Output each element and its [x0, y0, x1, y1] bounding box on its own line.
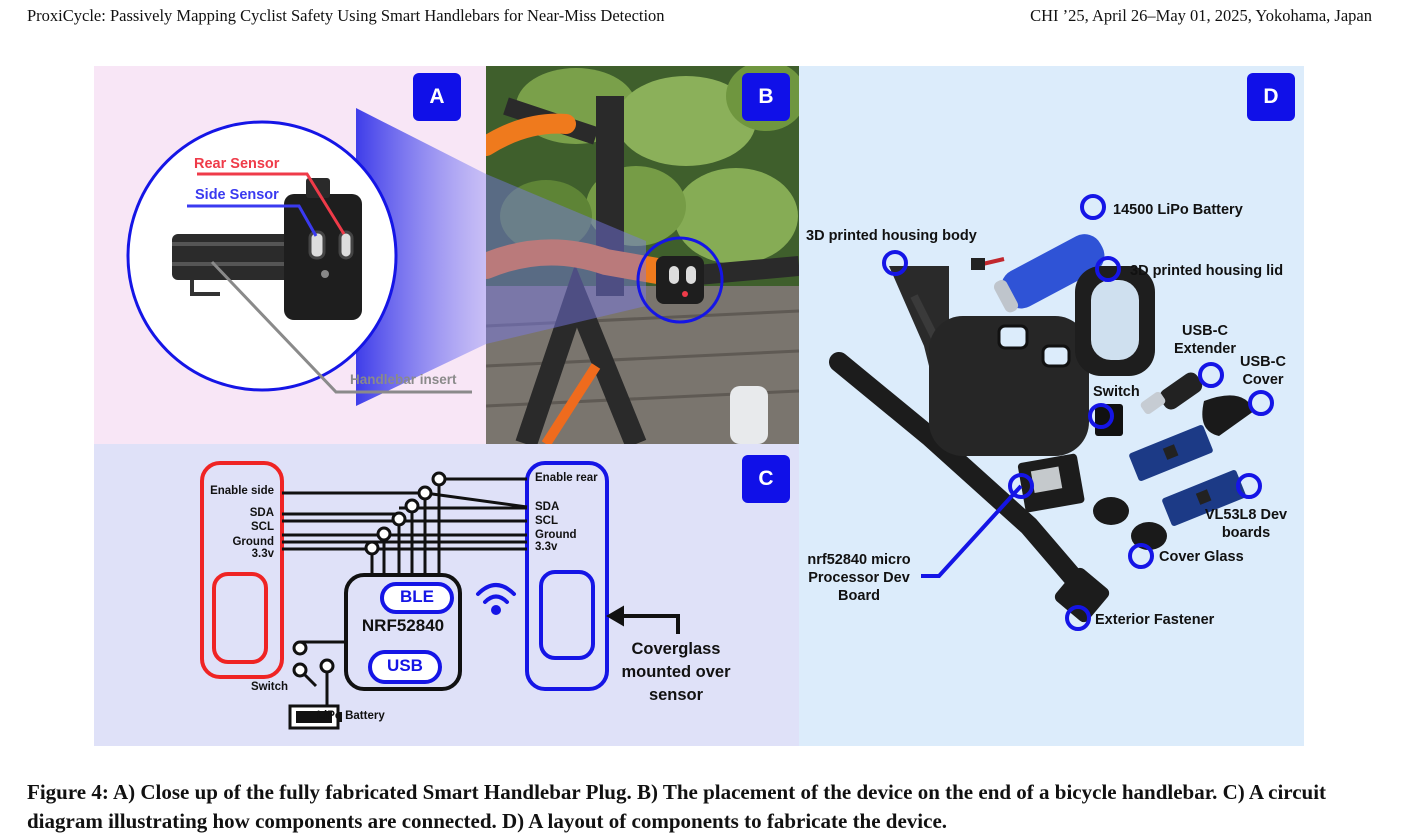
usbc-cover — [1202, 395, 1254, 436]
battery-symbol — [288, 704, 342, 730]
rear-sensor-board — [525, 461, 609, 691]
figure-caption: Figure 4: A) Close up of the fully fabri… — [27, 780, 1327, 833]
side-sensor-label: Side Sensor — [195, 187, 279, 203]
wire-nodes — [364, 471, 447, 556]
right-pin-enable-rear: Enable rear — [535, 472, 598, 484]
battery-label: LiPo Battery — [317, 710, 385, 722]
vl53l8-dev-board-2 — [1162, 470, 1246, 526]
ble-label: BLE — [400, 587, 434, 606]
left-pin-enable-side: Enable side — [210, 485, 274, 497]
right-pin-sda: SDA — [535, 501, 560, 513]
side-sensor-window — [212, 572, 268, 664]
ble-pill — [380, 582, 454, 614]
switch-label-d: Switch — [1093, 384, 1140, 400]
right-pin-scl: SCL — [535, 515, 558, 527]
vl53l8-dev-board-1 — [1129, 425, 1213, 481]
usbc-extender — [1159, 372, 1203, 410]
right-pin-3v3: 3.3v — [535, 541, 558, 553]
running-header-title: ProxiCycle: Passively Mapping Cyclist Sa… — [27, 6, 665, 25]
housing-body-label: 3D printed housing body — [806, 228, 977, 244]
running-header-venue: CHI ’25, April 26–May 01, 2025, Yokohama… — [1030, 6, 1372, 25]
panel-a-badge: A — [413, 73, 461, 121]
panel-c-circuit-diagram: Enable side SDA SCL Ground 3.3v Enable r… — [94, 444, 799, 746]
rear-sensor-leader — [197, 172, 346, 235]
cover-glass-label: Cover Glass — [1159, 549, 1244, 565]
insert-leader — [210, 260, 472, 394]
usbc-cover-label: USB-C Cover — [1240, 354, 1286, 388]
coverglass-label: Coverglass mounted over sensor — [621, 640, 731, 704]
panel-a-illustration — [126, 108, 486, 406]
left-pin-ground: Ground — [232, 536, 274, 548]
usbc-extender-label: USB-C Extender — [1173, 323, 1237, 357]
switch-symbol — [292, 640, 346, 706]
side-sensor-board — [200, 461, 284, 679]
processor-leader — [921, 484, 1023, 578]
handlebar-insert-label: Handlebar insert — [350, 372, 457, 387]
rear-sensor-label: Rear Sensor — [194, 156, 280, 172]
panel-b-badge: B — [742, 73, 790, 121]
wireless-icon — [476, 583, 516, 615]
side-sensor-leader — [187, 204, 318, 237]
panel-c-badge: C — [742, 455, 790, 503]
processor-label: nrf52840 micro Processor Dev Board — [807, 552, 911, 604]
handlebar-plug-device — [172, 178, 362, 320]
usb-label: USB — [387, 656, 423, 675]
fastener-label: Exterior Fastener — [1095, 612, 1215, 628]
lipo-battery — [993, 234, 1105, 313]
left-pin-3v3: 3.3v — [251, 548, 274, 560]
coverglass-arrow — [606, 605, 680, 634]
left-pin-sda: SDA — [249, 507, 274, 519]
dev-boards-label: VL53L8 Dev boards — [1204, 507, 1288, 541]
component-markers — [882, 194, 1274, 631]
usb-pill — [368, 650, 442, 684]
panel-b-photo: B — [486, 66, 799, 444]
left-pin-scl: SCL — [251, 521, 274, 533]
housing-lid-label: 3D printed housing lid — [1130, 263, 1284, 279]
cover-glass-piece-2 — [1131, 522, 1167, 550]
battery-label-d: 14500 LiPo Battery — [1113, 202, 1243, 218]
right-pin-ground: Ground — [535, 529, 577, 541]
wire-bus — [282, 477, 528, 576]
zoom-cone — [356, 108, 486, 406]
panel-d-badge: D — [1247, 73, 1295, 121]
panel-a-closeup: Rear Sensor Side Sensor Handlebar insert… — [94, 66, 486, 444]
nrf-processor-board — [1017, 453, 1085, 513]
components-illustration — [829, 194, 1274, 631]
bike-photo-illustration — [486, 66, 799, 444]
device-highlight-circle — [636, 236, 724, 324]
panel-d-components: 14500 LiPo Battery 3D printed housing bo… — [799, 66, 1304, 746]
cover-glass-piece-1 — [1093, 497, 1129, 525]
rear-sensor-window — [539, 570, 595, 660]
chip-name-label: NRF52840 — [361, 616, 445, 635]
nrf52840-chip — [344, 573, 462, 691]
switch-label: Switch — [251, 681, 289, 693]
circuit-diagram — [200, 461, 680, 730]
